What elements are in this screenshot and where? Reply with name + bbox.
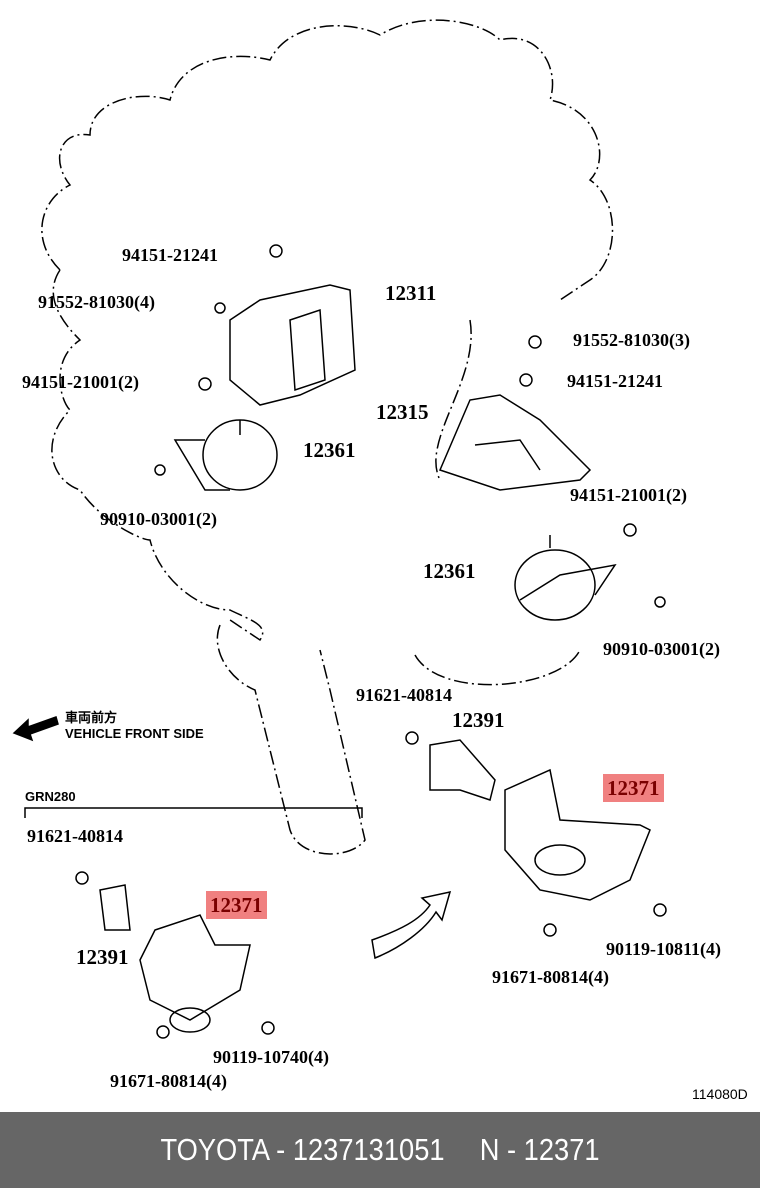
mount-12371-right: [504, 768, 651, 901]
grn280-bracket: [24, 807, 363, 818]
part-label[interactable]: 94151-21001(2): [570, 485, 687, 505]
footer-reference: N - 12371: [479, 1132, 600, 1167]
drawing-code: 114080D: [692, 1086, 748, 1102]
highlighted-part-label[interactable]: 12371: [206, 891, 267, 919]
mount-12361-right: [514, 549, 596, 621]
engine-outline: [41, 19, 614, 686]
part-label[interactable]: 91552-81030(4): [38, 292, 155, 312]
highlighted-part-label[interactable]: 12371: [603, 774, 664, 802]
part-label[interactable]: 12311: [385, 281, 437, 305]
front-label-en: VEHICLE FRONT SIDE: [65, 726, 204, 741]
part-label[interactable]: 91621-40814: [356, 685, 452, 705]
part-label[interactable]: 91552-81030(3): [573, 330, 690, 350]
part-label[interactable]: 94151-21241: [122, 245, 218, 265]
part-label[interactable]: 91671-80814(4): [110, 1071, 227, 1091]
front-arrow-icon: [12, 716, 59, 742]
bracket-12391-left: [99, 884, 131, 931]
part-label[interactable]: 90910-03001(2): [603, 639, 720, 659]
part-label[interactable]: 12391: [452, 708, 505, 732]
footer-part-number: TOYOTA - 1237131051: [160, 1132, 445, 1167]
part-label[interactable]: 12361: [303, 438, 356, 462]
part-label[interactable]: 90910-03001(2): [100, 509, 217, 529]
part-label[interactable]: 12391: [76, 945, 129, 969]
front-label-jp: 車両前方: [65, 710, 118, 725]
variant-label: GRN280: [25, 789, 76, 804]
mount-12371-left: [139, 914, 251, 1021]
part-label[interactable]: 90119-10740(4): [213, 1047, 329, 1067]
part-label[interactable]: 91671-80814(4): [492, 967, 609, 987]
part-label[interactable]: 94151-21241: [567, 371, 663, 391]
bracket-12311: [229, 284, 356, 406]
part-label[interactable]: 91621-40814: [27, 826, 123, 846]
part-label[interactable]: 12315: [376, 400, 429, 424]
part-label[interactable]: 94151-21001(2): [22, 372, 139, 392]
bracket-12391-right: [429, 739, 496, 801]
exploded-parts-drawing: [12, 19, 667, 1039]
transmission-outline: [216, 624, 366, 855]
bracket-12315: [438, 394, 592, 491]
part-label[interactable]: 12361: [423, 559, 476, 583]
curved-arrow: [371, 891, 452, 960]
part-label[interactable]: 90119-10811(4): [606, 939, 721, 959]
footer: TOYOTA - 1237131051 N - 12371: [45, 1112, 715, 1188]
